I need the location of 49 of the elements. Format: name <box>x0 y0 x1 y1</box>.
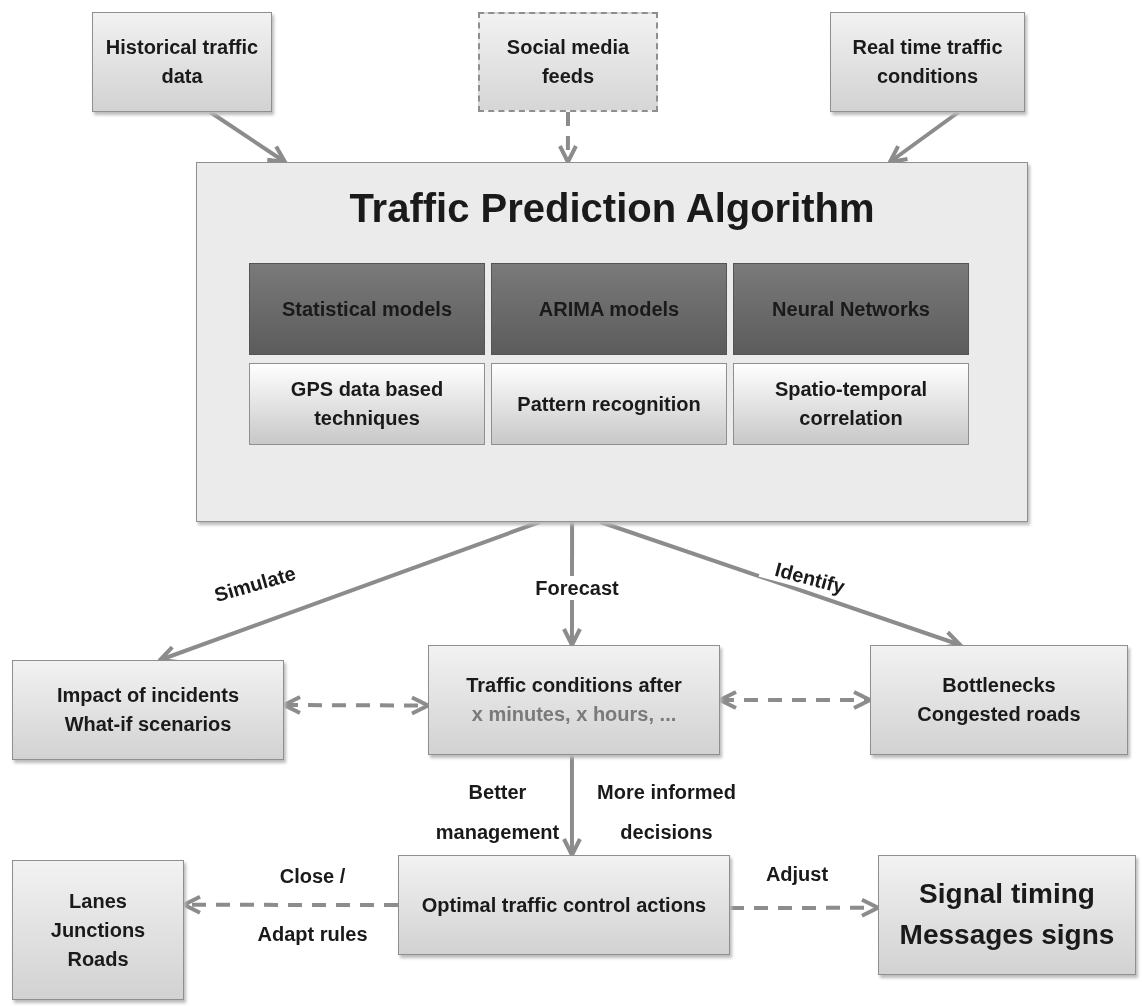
box-label: Roads <box>66 946 130 972</box>
box-label: Real time traffic conditions <box>851 35 1004 89</box>
arrow <box>887 110 960 164</box>
arrow <box>718 690 872 710</box>
box-label: Bottlenecks <box>941 673 1057 698</box>
box-label: Social media feeds <box>505 35 631 89</box>
box-label: Congested roads <box>916 702 1082 727</box>
process-box <box>878 855 1136 975</box>
box-label: GPS data based techniques <box>289 377 445 431</box>
model-box <box>249 263 485 355</box>
box-label: Pattern recognition <box>516 391 702 417</box>
box-label: Optimal traffic control actions <box>420 892 708 918</box>
algorithm-panel <box>196 162 1028 522</box>
box-label: Messages signs <box>898 918 1116 952</box>
box-label: Lanes <box>68 888 128 914</box>
process-box <box>249 363 485 445</box>
process-box <box>870 645 1128 755</box>
box-label: x minutes, x hours, ... <box>470 702 678 727</box>
note-label: Better management <box>434 780 561 845</box>
box-label: Historical traffic data <box>104 35 260 89</box>
box-label: Junctions <box>49 917 147 943</box>
box-label: Signal timing <box>918 877 1096 912</box>
model-box <box>491 263 727 355</box>
arrow <box>730 897 880 918</box>
box-label: Spatio-temporal correlation <box>773 377 929 431</box>
process-box <box>12 860 184 1000</box>
arrow <box>561 755 582 857</box>
box-label: Statistical models <box>280 296 454 322</box>
box-label: What-if scenarios <box>63 712 233 737</box>
panel-title: Traffic Prediction Algorithm <box>348 185 876 232</box>
process-box <box>398 855 730 955</box>
arrow <box>557 112 578 164</box>
arrow <box>282 695 430 716</box>
note-label: More informed decisions <box>596 780 737 845</box>
process-box <box>92 12 272 112</box>
process-box <box>12 660 284 760</box>
box-label: ARIMA models <box>537 296 681 322</box>
model-box <box>733 263 969 355</box>
box-label: Traffic conditions after <box>465 673 683 698</box>
edge-label: Close / Adapt rules <box>256 864 369 947</box>
process-box <box>830 12 1025 112</box>
process-box <box>733 363 969 445</box>
box-label: Neural Networks <box>771 296 931 322</box>
box-label: Impact of incidents <box>55 683 241 708</box>
arrow <box>208 110 287 164</box>
process-box <box>478 12 658 112</box>
process-box <box>428 645 720 755</box>
arrow <box>182 894 398 915</box>
process-box <box>491 363 727 445</box>
